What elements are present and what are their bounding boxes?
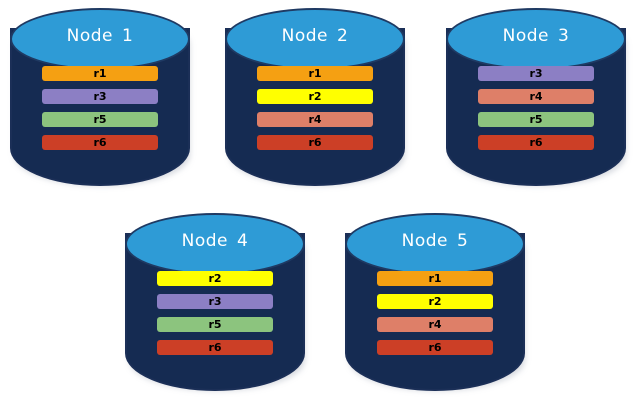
cylinder-top-ellipse <box>10 8 190 70</box>
replica-bar[interactable]: r3 <box>42 89 158 104</box>
replica-bar[interactable]: r2 <box>157 271 273 286</box>
replica-list: r1 r3 r5 r6 <box>42 66 158 150</box>
replica-bar[interactable]: r6 <box>157 340 273 355</box>
replica-bar[interactable]: r3 <box>478 66 594 81</box>
replica-bar[interactable]: r4 <box>478 89 594 104</box>
replica-list: r1 r2 r4 r6 <box>257 66 373 150</box>
replica-list: r1 r2 r4 r6 <box>377 271 493 355</box>
cylinder-top-ellipse <box>446 8 626 70</box>
cylinder-top-ellipse <box>345 213 525 275</box>
replica-bar[interactable]: r5 <box>478 112 594 127</box>
replica-bar[interactable]: r4 <box>377 317 493 332</box>
replica-bar[interactable]: r4 <box>257 112 373 127</box>
replica-list: r3 r4 r5 r6 <box>478 66 594 150</box>
replica-bar[interactable]: r2 <box>377 294 493 309</box>
replica-bar[interactable]: r5 <box>157 317 273 332</box>
cylinder-top-ellipse <box>225 8 405 70</box>
replica-bar[interactable]: r6 <box>42 135 158 150</box>
replica-bar[interactable]: r6 <box>257 135 373 150</box>
replica-bar[interactable]: r1 <box>257 66 373 81</box>
replica-bar[interactable]: r6 <box>377 340 493 355</box>
replica-bar[interactable]: r5 <box>42 112 158 127</box>
replica-bar[interactable]: r1 <box>42 66 158 81</box>
replica-bar[interactable]: r6 <box>478 135 594 150</box>
replica-bar[interactable]: r2 <box>257 89 373 104</box>
cylinder-top-ellipse <box>125 213 305 275</box>
replica-bar[interactable]: r3 <box>157 294 273 309</box>
replica-list: r2 r3 r5 r6 <box>157 271 273 355</box>
replica-bar[interactable]: r1 <box>377 271 493 286</box>
